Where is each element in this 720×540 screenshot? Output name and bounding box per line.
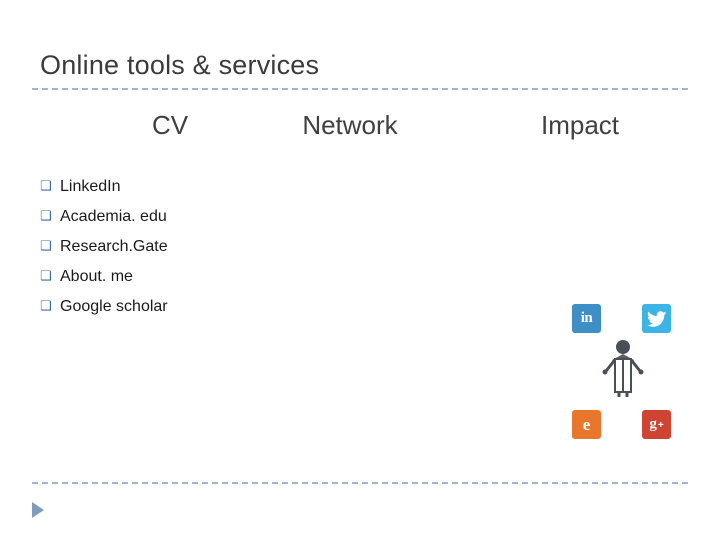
play-triangle-icon[interactable] — [32, 502, 44, 518]
list-item-label: LinkedIn — [60, 178, 121, 195]
bullet-square-icon: ❑ — [40, 299, 52, 314]
linkedin-icon-glyph: in — [580, 310, 593, 326]
column-heading-impact: Impact — [540, 110, 620, 140]
list-item: ❑ Google scholar — [40, 292, 300, 322]
blogger-icon[interactable]: e — [572, 410, 601, 439]
page-title: Online tools & services — [40, 50, 320, 80]
bullet-square-icon: ❑ — [40, 179, 52, 194]
researcher-figure-illustration — [598, 336, 648, 398]
list-item: ❑ LinkedIn — [40, 172, 300, 202]
list-item: ❑ Research.Gate — [40, 232, 300, 262]
list-item: ❑ Academia. edu — [40, 202, 300, 232]
column-heading-cv: CV — [151, 110, 189, 140]
twitter-icon[interactable] — [642, 304, 671, 333]
google-plus-plus: + — [657, 420, 664, 431]
bullet-list: ❑ LinkedIn ❑ Academia. edu ❑ Research.Ga… — [40, 172, 300, 322]
list-item-label: Research.Gate — [60, 238, 168, 255]
list-item: ❑ About. me — [40, 262, 300, 292]
linkedin-icon[interactable]: in — [572, 304, 601, 333]
list-item-label: Academia. edu — [60, 208, 167, 225]
footer-divider — [32, 482, 688, 484]
blogger-icon-glyph: e — [582, 414, 591, 434]
title-divider — [32, 88, 688, 90]
list-item-label: Google scholar — [60, 298, 168, 315]
bullet-square-icon: ❑ — [40, 239, 52, 254]
twitter-bird-glyph — [646, 310, 667, 327]
google-plus-glyph: g + — [649, 416, 663, 433]
researcher-figure-svg — [602, 340, 644, 397]
bullet-square-icon: ❑ — [40, 269, 52, 284]
google-plus-icon[interactable]: g + — [642, 410, 671, 439]
google-plus-g: g — [649, 416, 657, 432]
column-heading-network: Network — [302, 110, 398, 140]
list-item-label: About. me — [60, 268, 133, 285]
bullet-square-icon: ❑ — [40, 209, 52, 224]
